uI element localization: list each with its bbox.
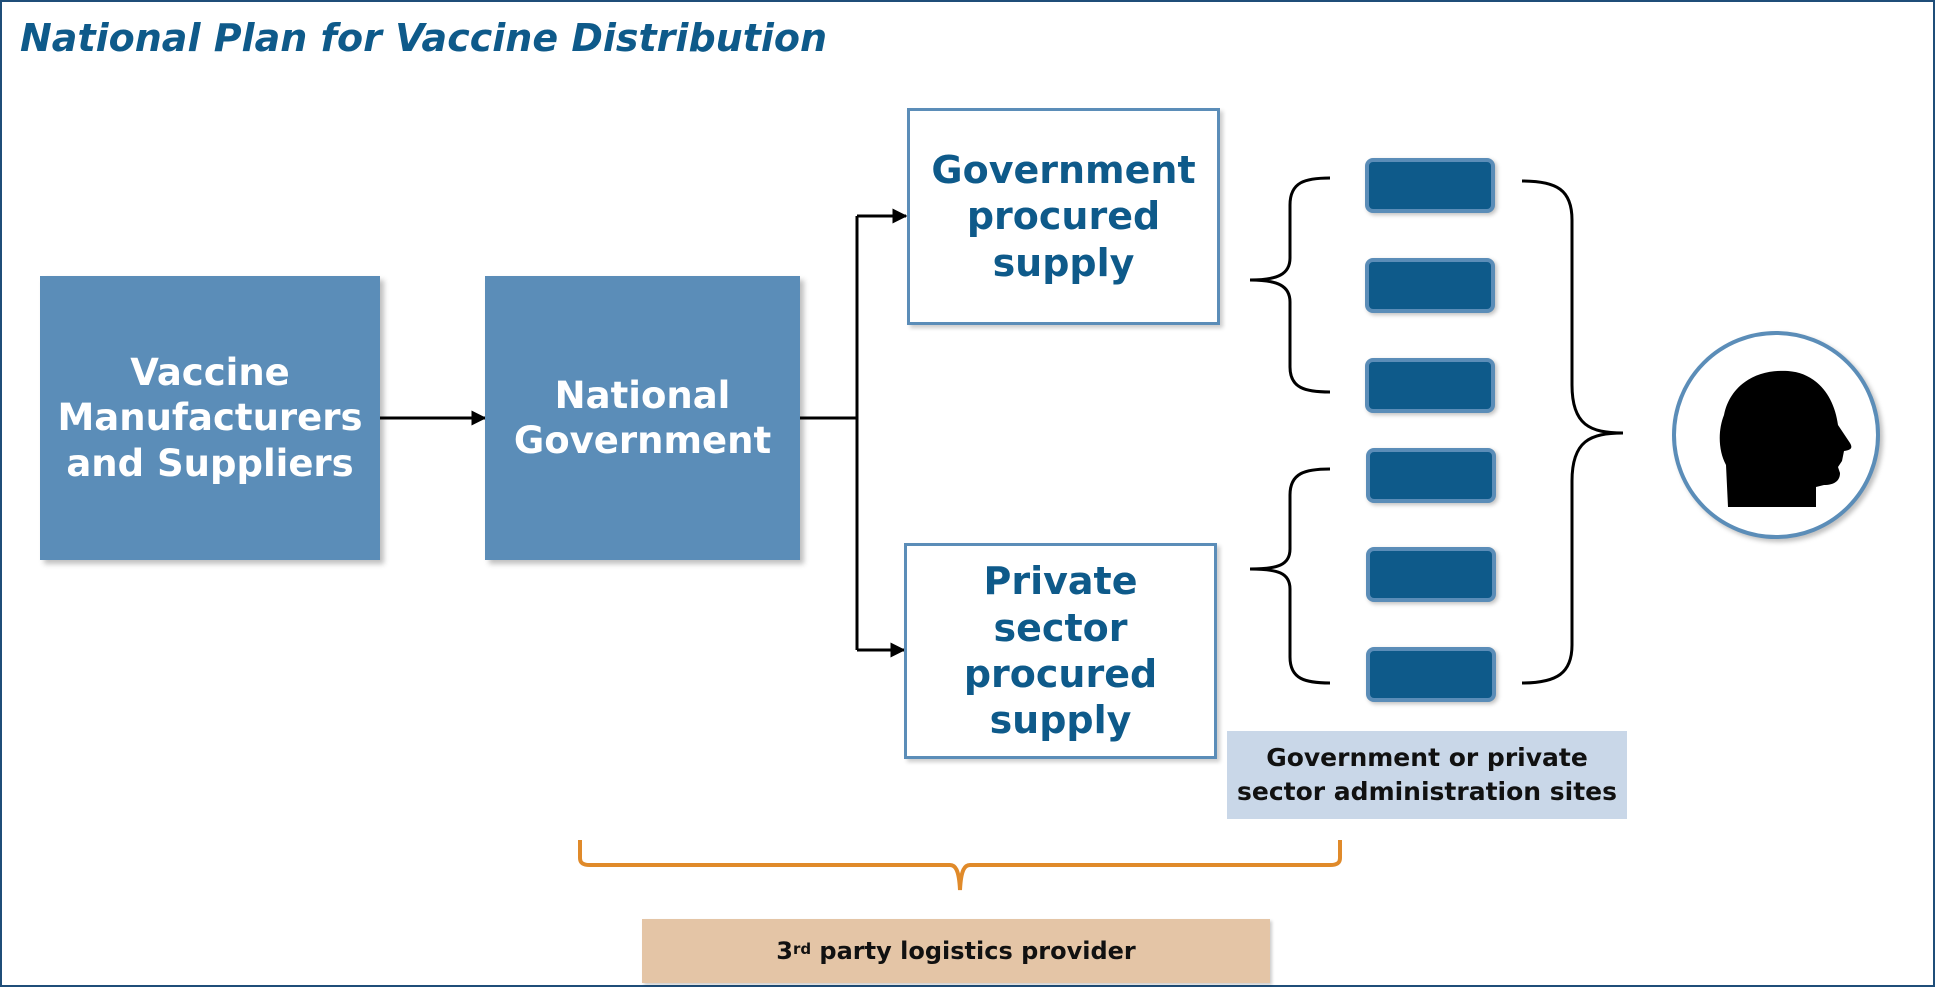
head-silhouette [1719, 370, 1852, 507]
private-site-1 [1366, 448, 1496, 503]
brace-government-sites [1249, 176, 1331, 394]
brace-private-sites [1249, 467, 1331, 685]
government-supply-box: Government procured supply [907, 108, 1220, 325]
brace-all-sites [1521, 179, 1624, 685]
government-supply-label: Government procured supply [931, 147, 1196, 285]
person-head-icon [1672, 331, 1880, 539]
government-site-2 [1365, 258, 1495, 313]
logistics-superscript: rd [792, 940, 812, 958]
logistics-prefix: 3 [776, 937, 793, 965]
national-government-label: National Government [513, 373, 772, 462]
private-supply-box: Private sector procured supply [904, 543, 1217, 759]
private-site-3 [1366, 647, 1496, 702]
administration-sites-text: Government or private sector administrat… [1236, 743, 1618, 806]
page-title: National Plan for Vaccine Distribution [20, 16, 828, 60]
administration-sites-label: Government or private sector administrat… [1227, 731, 1627, 819]
manufacturers-box: Vaccine Manufacturers and Suppliers [40, 276, 380, 560]
logistics-suffix: party logistics provider [811, 937, 1136, 965]
private-site-2 [1366, 547, 1496, 602]
brace-logistics [578, 840, 1342, 891]
government-site-3 [1365, 358, 1495, 413]
split-connector [800, 216, 859, 650]
private-supply-label: Private sector procured supply [963, 559, 1158, 743]
government-site-1 [1365, 158, 1495, 213]
national-government-box: National Government [485, 276, 800, 560]
manufacturers-label: Vaccine Manufacturers and Suppliers [57, 351, 363, 485]
